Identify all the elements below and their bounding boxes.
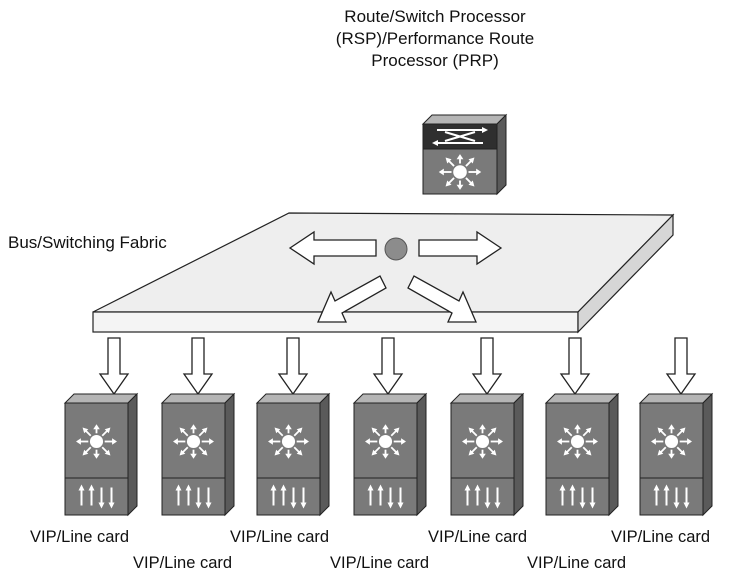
fabric-hub: [384, 237, 408, 261]
line-card-device-1: [63, 392, 139, 517]
fabric-label: Bus/Switching Fabric: [8, 233, 167, 252]
line-card-label-7: VIP/Line card: [611, 528, 711, 546]
line-card-device-7: [638, 392, 714, 517]
line-card-device-3: [255, 392, 331, 517]
crossbar-icon: [432, 127, 488, 146]
rsp-device: [421, 113, 508, 196]
down-arrow-2: [182, 337, 214, 396]
line-card-device-4: [352, 392, 428, 517]
rsp-title: Route/Switch Processor (RSP)/Performance…: [300, 6, 570, 72]
rsp-title-line-1: Route/Switch Processor: [344, 7, 526, 26]
rsp-title-line-2: (RSP)/Performance Route: [335, 29, 535, 48]
line-card-label-4: VIP/Line card: [330, 554, 430, 572]
line-card-label-3: VIP/Line card: [230, 528, 330, 546]
fabric-arrow-down-right: [407, 275, 477, 323]
switching-fabric: [92, 212, 675, 334]
line-card-device-5: [449, 392, 525, 517]
line-card-device-2: [160, 392, 236, 517]
fabric-arrow-right: [418, 230, 503, 266]
line-card-device-6: [544, 392, 620, 517]
line-card-label-6: VIP/Line card: [527, 554, 627, 572]
down-arrow-4: [372, 337, 404, 396]
down-arrow-6: [559, 337, 591, 396]
fabric-arrow-down-left: [317, 275, 387, 323]
line-card-label-2: VIP/Line card: [133, 554, 233, 572]
down-arrow-7: [665, 337, 697, 396]
down-arrow-3: [277, 337, 309, 396]
down-arrow-1: [98, 337, 130, 396]
line-card-label-1: VIP/Line card: [30, 528, 130, 546]
down-arrow-5: [471, 337, 503, 396]
line-card-label-5: VIP/Line card: [428, 528, 528, 546]
fabric-arrow-left: [288, 230, 377, 266]
rsp-title-line-3: Processor (PRP): [371, 51, 499, 70]
